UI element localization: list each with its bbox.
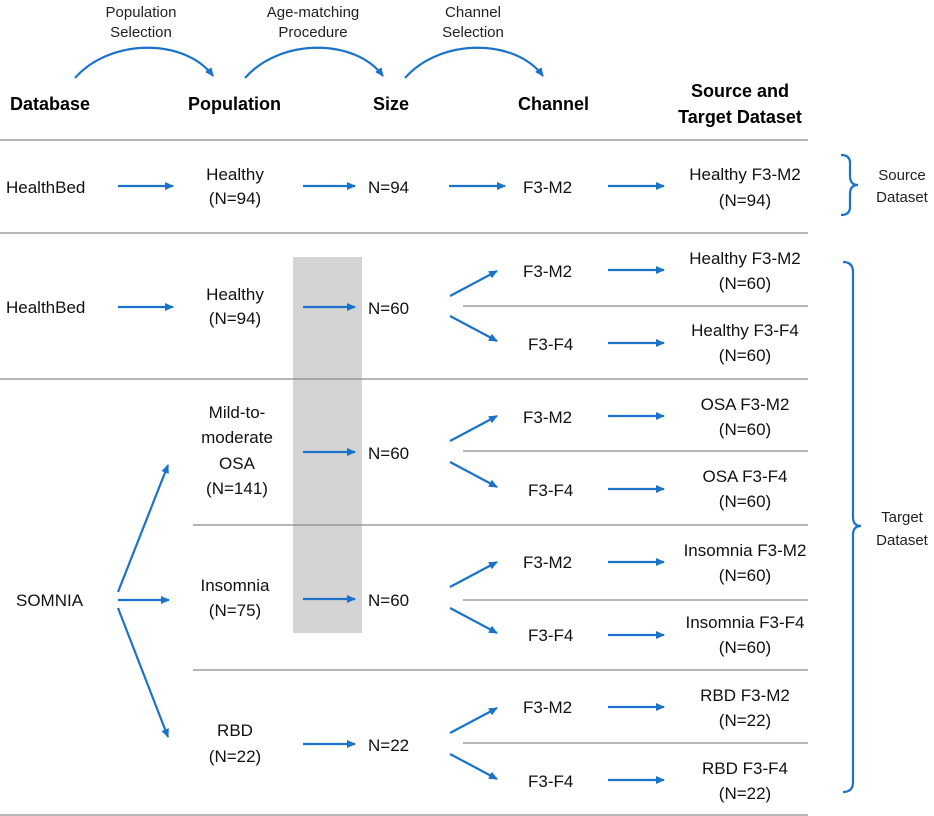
insomnia-channel-2: F3-F4 bbox=[528, 626, 573, 645]
osa-dataset-2-line1: OSA F3-F4 bbox=[702, 467, 787, 486]
healthbed-target-dataset-2-line2: (N=60) bbox=[719, 346, 771, 365]
healthbed-target-population-line2: (N=94) bbox=[209, 309, 261, 328]
rbd-size: N=22 bbox=[368, 736, 409, 755]
header-channel: Channel bbox=[518, 94, 589, 114]
target-bracket bbox=[842, 260, 862, 794]
osa-population-line3: OSA bbox=[219, 454, 256, 473]
step-arrow-age-matching bbox=[244, 46, 384, 79]
rbd-population-line1: RBD bbox=[217, 721, 253, 740]
insomnia-dataset-1-line1: Insomnia F3-M2 bbox=[684, 541, 807, 560]
arrow bbox=[449, 607, 498, 634]
insomnia-channel-1: F3-M2 bbox=[523, 553, 572, 572]
source-bracket-line1: Source bbox=[878, 167, 926, 184]
healthbed-target-size: N=60 bbox=[368, 299, 409, 318]
arrow bbox=[449, 270, 498, 297]
arrow bbox=[116, 607, 170, 738]
step-caption-2-line2: Procedure bbox=[278, 24, 347, 41]
header-database: Database bbox=[10, 94, 90, 114]
osa-dataset-1-line1: OSA F3-M2 bbox=[701, 395, 790, 414]
osa-dataset-1-line2: (N=60) bbox=[719, 420, 771, 439]
somnia-database: SOMNIA bbox=[16, 591, 84, 610]
rbd-dataset-1-line1: RBD F3-M2 bbox=[700, 686, 790, 705]
source-population-line1: Healthy bbox=[206, 165, 264, 184]
insomnia-size: N=60 bbox=[368, 591, 409, 610]
header-dataset-line1: Source and bbox=[691, 81, 789, 101]
insomnia-population-line1: Insomnia bbox=[201, 576, 271, 595]
insomnia-dataset-2-line1: Insomnia F3-F4 bbox=[685, 613, 804, 632]
arrow bbox=[449, 707, 498, 734]
arrow bbox=[449, 561, 498, 588]
rbd-dataset-1-line2: (N=22) bbox=[719, 711, 771, 730]
target-bracket-line1: Target bbox=[881, 509, 924, 526]
osa-population-line1: Mild-to- bbox=[209, 403, 266, 422]
insomnia-dataset-2-line2: (N=60) bbox=[719, 638, 771, 657]
osa-size: N=60 bbox=[368, 444, 409, 463]
step-caption-1-line1: Population bbox=[106, 4, 177, 21]
rbd-dataset-2-line2: (N=22) bbox=[719, 784, 771, 803]
rbd-population-line2: (N=22) bbox=[209, 747, 261, 766]
arrow bbox=[449, 415, 498, 442]
arrow bbox=[449, 315, 498, 342]
healthbed-target-database: HealthBed bbox=[6, 298, 85, 317]
osa-population-line4: (N=141) bbox=[206, 479, 268, 498]
header-size: Size bbox=[373, 94, 409, 114]
header-dataset-line2: Target Dataset bbox=[678, 107, 802, 127]
healthbed-target-dataset-2-line1: Healthy F3-F4 bbox=[691, 321, 799, 340]
source-database: HealthBed bbox=[6, 178, 85, 197]
insomnia-population-line2: (N=75) bbox=[209, 601, 261, 620]
osa-population-line2: moderate bbox=[201, 428, 273, 447]
target-bracket-line2: Dataset bbox=[876, 532, 929, 549]
header-population: Population bbox=[188, 94, 281, 114]
step-caption-3-line1: Channel bbox=[445, 4, 501, 21]
source-size: N=94 bbox=[368, 178, 409, 197]
source-population-line2: (N=94) bbox=[209, 189, 261, 208]
insomnia-dataset-1-line2: (N=60) bbox=[719, 566, 771, 585]
rbd-channel-2: F3-F4 bbox=[528, 772, 573, 791]
step-arrow-population-selection bbox=[74, 46, 214, 79]
arrow bbox=[449, 753, 498, 780]
osa-channel-1: F3-M2 bbox=[523, 408, 572, 427]
source-dataset-line1: Healthy F3-M2 bbox=[689, 165, 800, 184]
rbd-channel-1: F3-M2 bbox=[523, 698, 572, 717]
step-caption-3-line2: Selection bbox=[442, 24, 504, 41]
osa-dataset-2-line2: (N=60) bbox=[719, 492, 771, 511]
arrow bbox=[116, 464, 170, 593]
healthbed-target-channel-2: F3-F4 bbox=[528, 335, 573, 354]
healthbed-target-channel-1: F3-M2 bbox=[523, 262, 572, 281]
step-arrow-channel-selection bbox=[404, 46, 544, 79]
source-bracket-line2: Dataset bbox=[876, 189, 929, 206]
step-caption-1-line2: Selection bbox=[110, 24, 172, 41]
healthbed-target-population-line1: Healthy bbox=[206, 285, 264, 304]
rbd-dataset-2-line1: RBD F3-F4 bbox=[702, 759, 788, 778]
source-bracket bbox=[840, 153, 859, 217]
healthbed-target-dataset-1-line2: (N=60) bbox=[719, 274, 771, 293]
age-matching-band bbox=[293, 257, 362, 633]
source-channel: F3-M2 bbox=[523, 178, 572, 197]
healthbed-target-dataset-1-line1: Healthy F3-M2 bbox=[689, 249, 800, 268]
osa-channel-2: F3-F4 bbox=[528, 481, 573, 500]
arrow bbox=[449, 461, 498, 488]
source-dataset-line2: (N=94) bbox=[719, 191, 771, 210]
step-caption-2-line1: Age-matching bbox=[267, 4, 360, 21]
